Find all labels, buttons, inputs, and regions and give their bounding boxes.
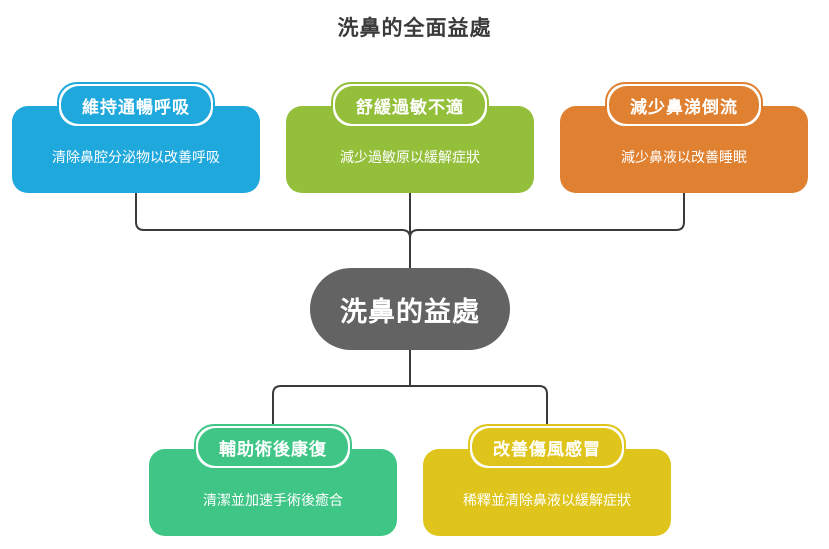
connector-bottom-left (272, 385, 410, 450)
benefit-heading-pill-allergy: 舒緩過敏不適 (331, 82, 489, 128)
benefit-heading-pill-cold: 改善傷風感冒 (468, 424, 626, 470)
benefit-heading-pill-recovery: 輔助術後康復 (194, 424, 352, 470)
benefit-heading: 輔助術後康復 (198, 428, 348, 466)
center-node: 洗鼻的益處 (310, 268, 510, 350)
benefit-heading-pill-breathing: 維持通暢呼吸 (57, 82, 215, 128)
benefit-description: 減少過敏原以緩解症狀 (340, 149, 480, 166)
benefit-heading: 舒緩過敏不適 (335, 86, 485, 124)
benefit-heading: 減少鼻涕倒流 (609, 86, 759, 124)
connector-top-right (409, 192, 685, 239)
benefit-heading-pill-postnasal: 減少鼻涕倒流 (605, 82, 763, 128)
benefit-description: 稀釋並清除鼻液以緩解症狀 (463, 492, 631, 509)
benefit-description: 減少鼻液以改善睡眠 (621, 149, 747, 166)
diagram-title: 洗鼻的全面益處 (337, 16, 492, 40)
benefit-description: 清潔並加速手術後癒合 (203, 492, 343, 509)
benefit-description: 清除鼻腔分泌物以改善呼吸 (52, 149, 220, 166)
benefit-heading: 維持通暢呼吸 (61, 86, 211, 124)
connector-top-left (135, 192, 411, 268)
connector-bottom-right (410, 385, 548, 450)
benefit-heading: 改善傷風感冒 (472, 428, 622, 466)
